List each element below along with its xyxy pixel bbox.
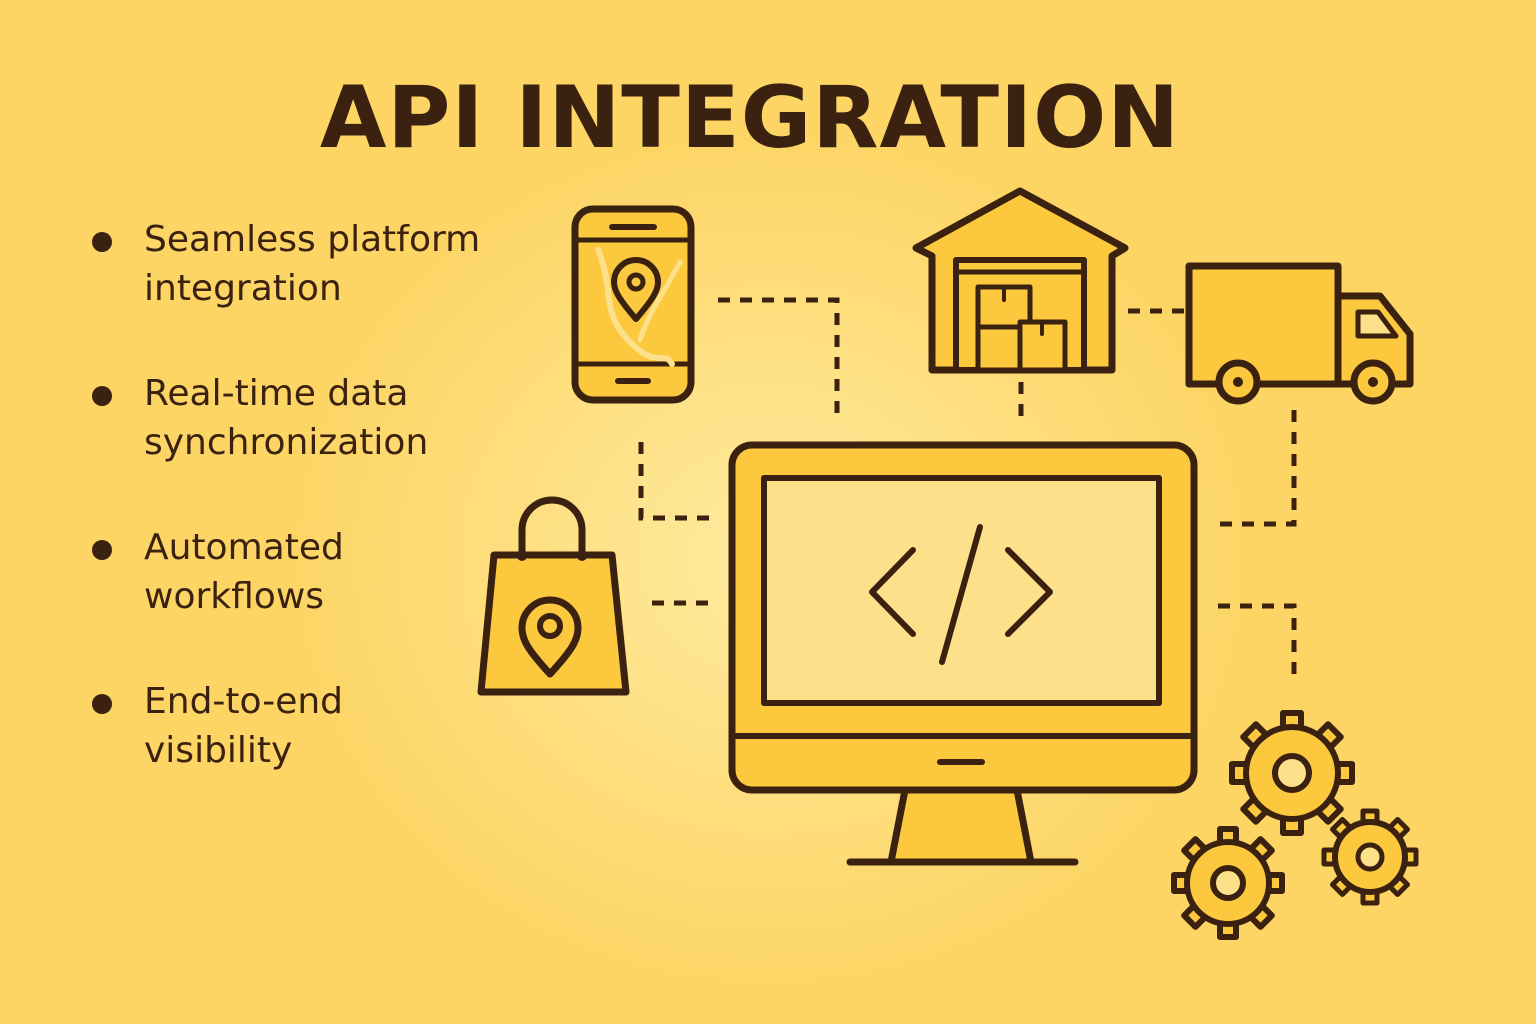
feature-item: End-to-end visibility: [92, 677, 532, 831]
code-monitor-icon: [728, 441, 1198, 866]
feature-list: Seamless platform integration Real-time …: [92, 215, 532, 831]
feature-text-line1: Seamless platform: [144, 219, 481, 260]
feature-text-line1: Real-time data: [144, 373, 409, 414]
feature-item: Real-time data synchronization: [92, 369, 532, 523]
connector-truck-monitor: [1218, 410, 1297, 527]
gears-icon: [1171, 710, 1419, 940]
connector-phone-monitor: [718, 297, 840, 422]
connector-monitor-gears: [1218, 603, 1297, 682]
feature-item: Automated workflows: [92, 523, 532, 677]
delivery-truck-icon: [1185, 262, 1414, 405]
bullet-dot: [92, 540, 112, 560]
feature-text-line1: Automated: [144, 527, 344, 568]
feature-text-line1: End-to-end: [144, 681, 344, 722]
feature-text-line2: synchronization: [144, 422, 429, 463]
feature-item: Seamless platform integration: [92, 215, 532, 369]
feature-text-line2: workflows: [144, 576, 325, 617]
feature-text-line2: visibility: [144, 730, 293, 771]
bullet-dot: [92, 386, 112, 406]
page-title: API INTEGRATION: [319, 68, 1181, 168]
code-brackets-icon: [869, 524, 1053, 665]
smartphone-map-icon: [571, 205, 695, 404]
bullet-dot: [92, 232, 112, 252]
dashed-connectors: [638, 297, 1297, 682]
feature-text-line2: integration: [144, 268, 342, 309]
warehouse-icon: [912, 187, 1129, 374]
shopping-bag-location-icon: [477, 496, 630, 696]
bullet-dot: [92, 694, 112, 714]
connector-phone-down: [638, 442, 712, 521]
